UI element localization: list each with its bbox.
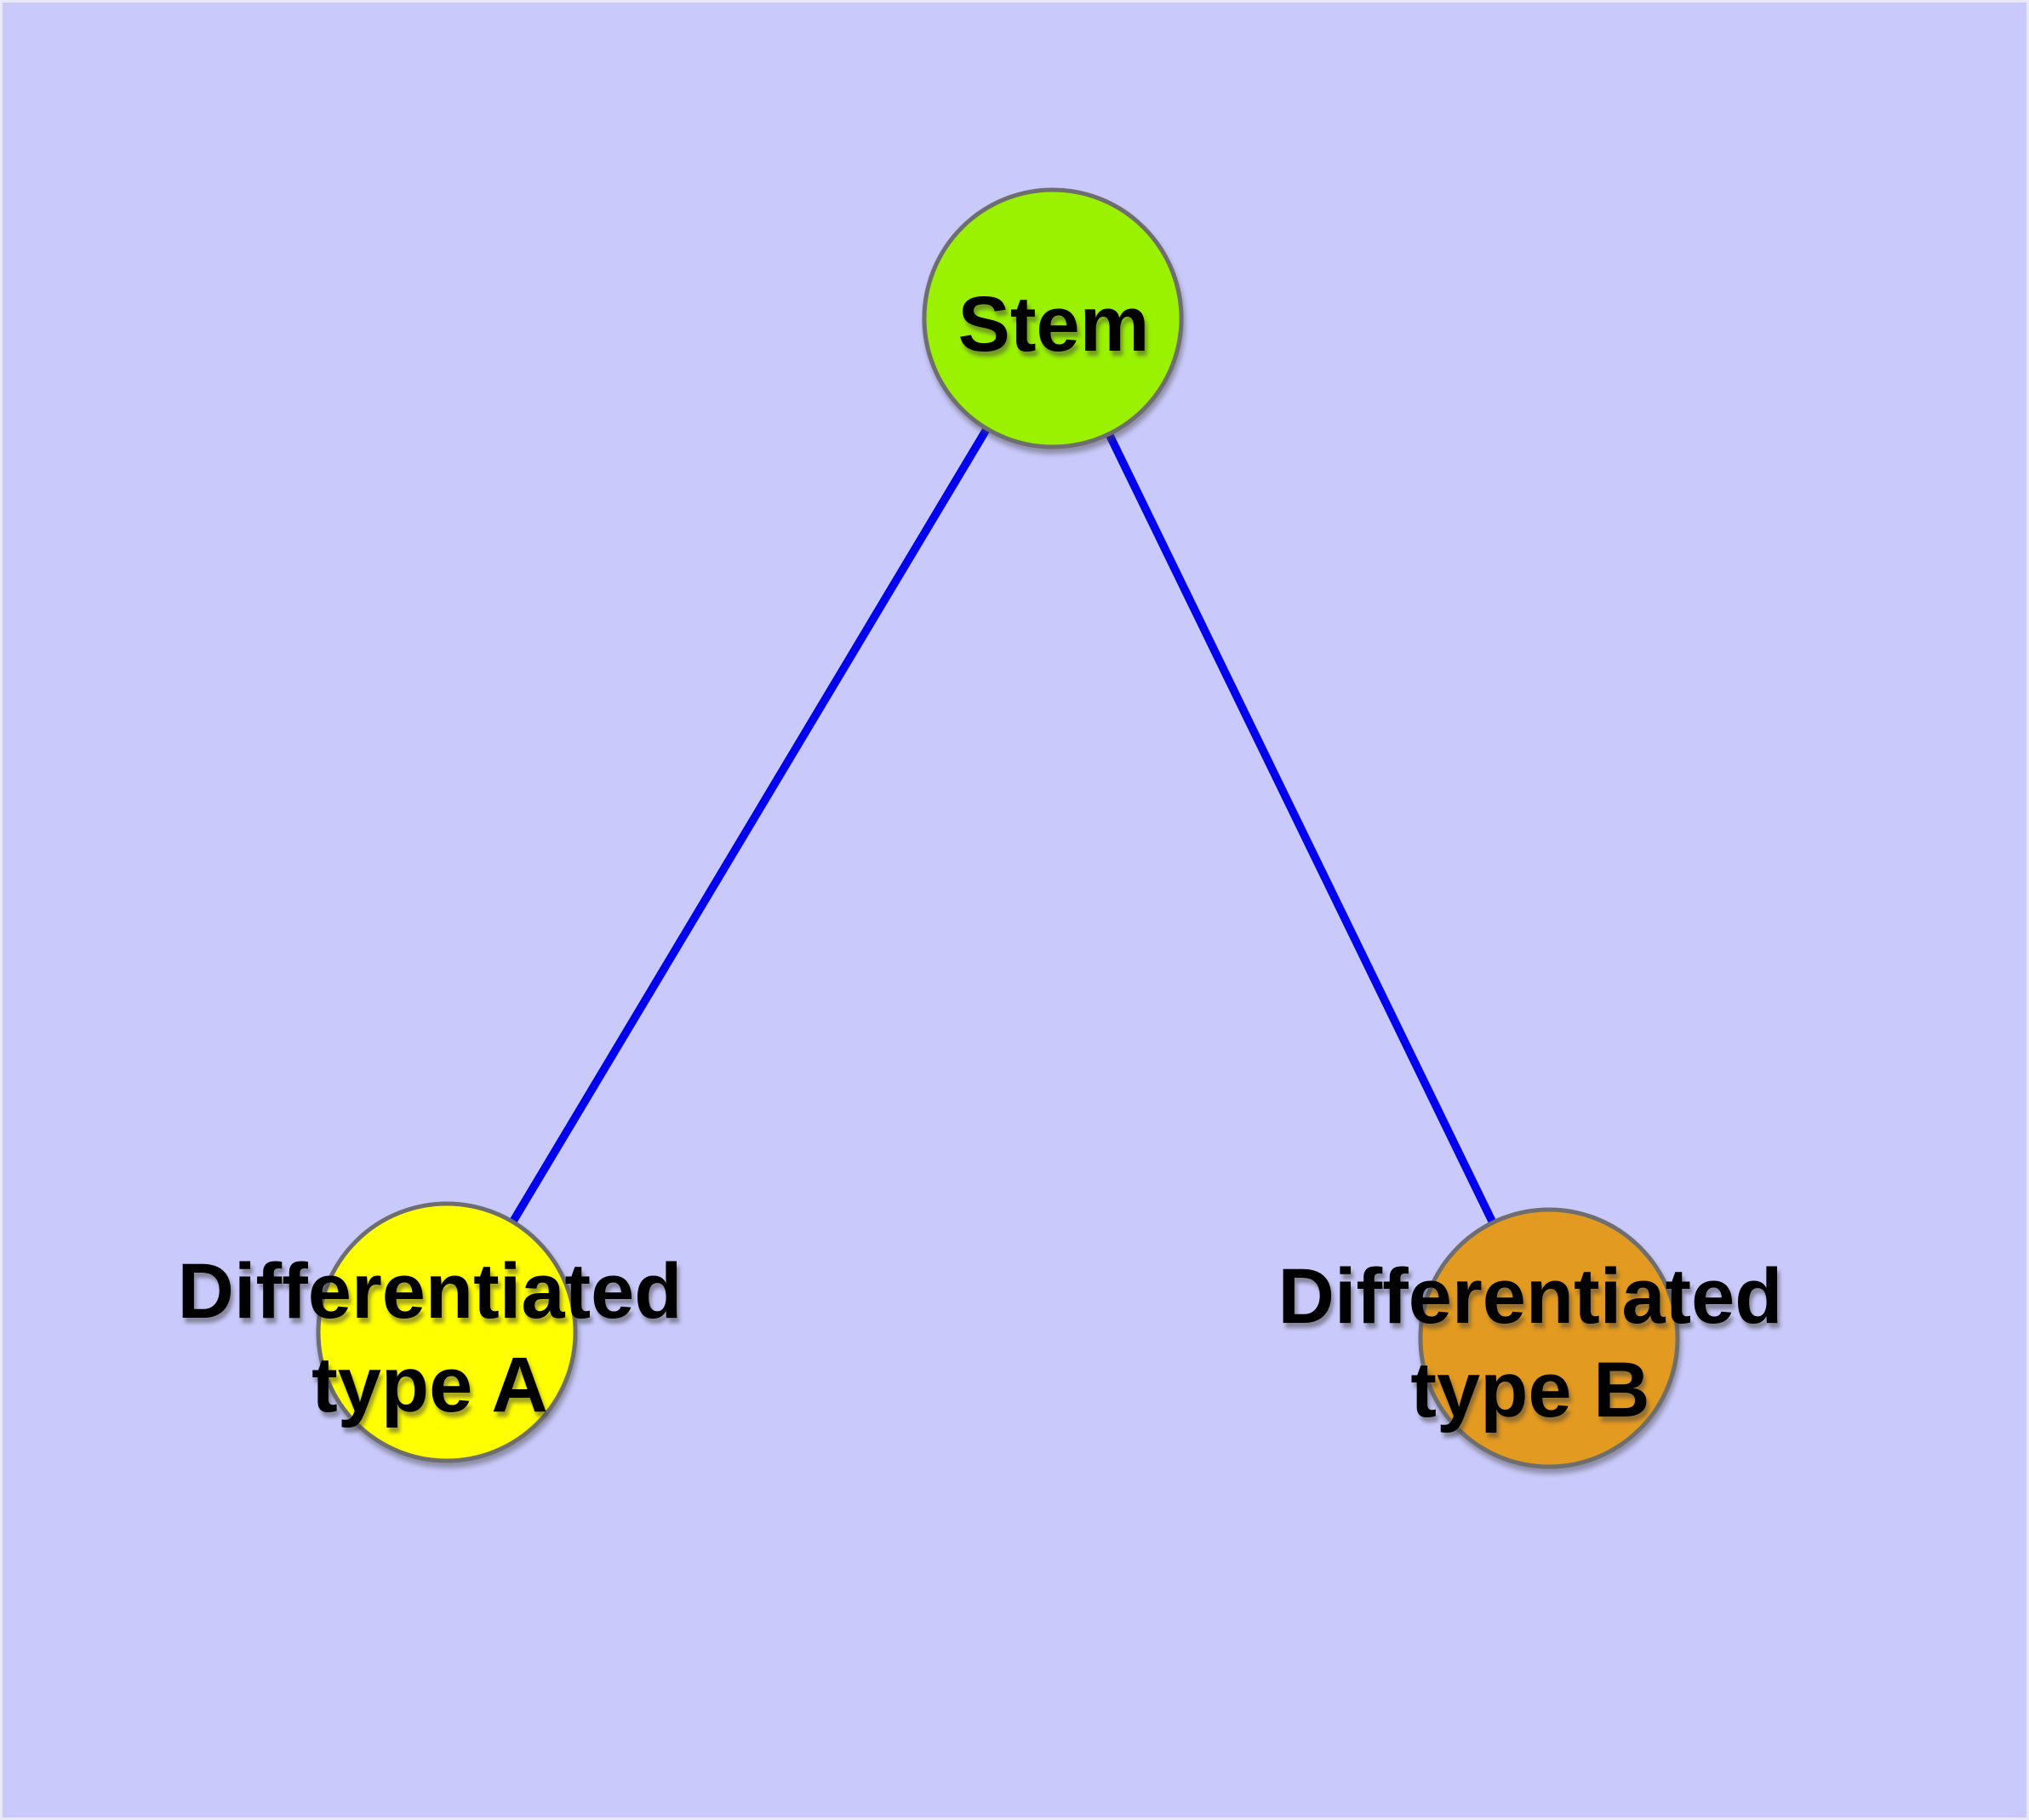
edge-stem-to-type-a <box>443 316 1057 1335</box>
node-differentiated-type-a-label-line2: type A <box>311 1342 548 1428</box>
node-differentiated-type-a-label-line1: Differentiated <box>178 1248 683 1335</box>
node-differentiated-type-b-label-line2: type B <box>1410 1347 1649 1434</box>
node-stem-label: Stem <box>958 281 1150 368</box>
node-differentiated-type-b-label-line1: Differentiated <box>1278 1253 1783 1340</box>
node-stem <box>922 187 1184 449</box>
node-differentiated-type-a <box>316 1201 578 1463</box>
node-differentiated-type-b <box>1418 1207 1680 1469</box>
edge-stem-to-type-b <box>1049 316 1553 1341</box>
